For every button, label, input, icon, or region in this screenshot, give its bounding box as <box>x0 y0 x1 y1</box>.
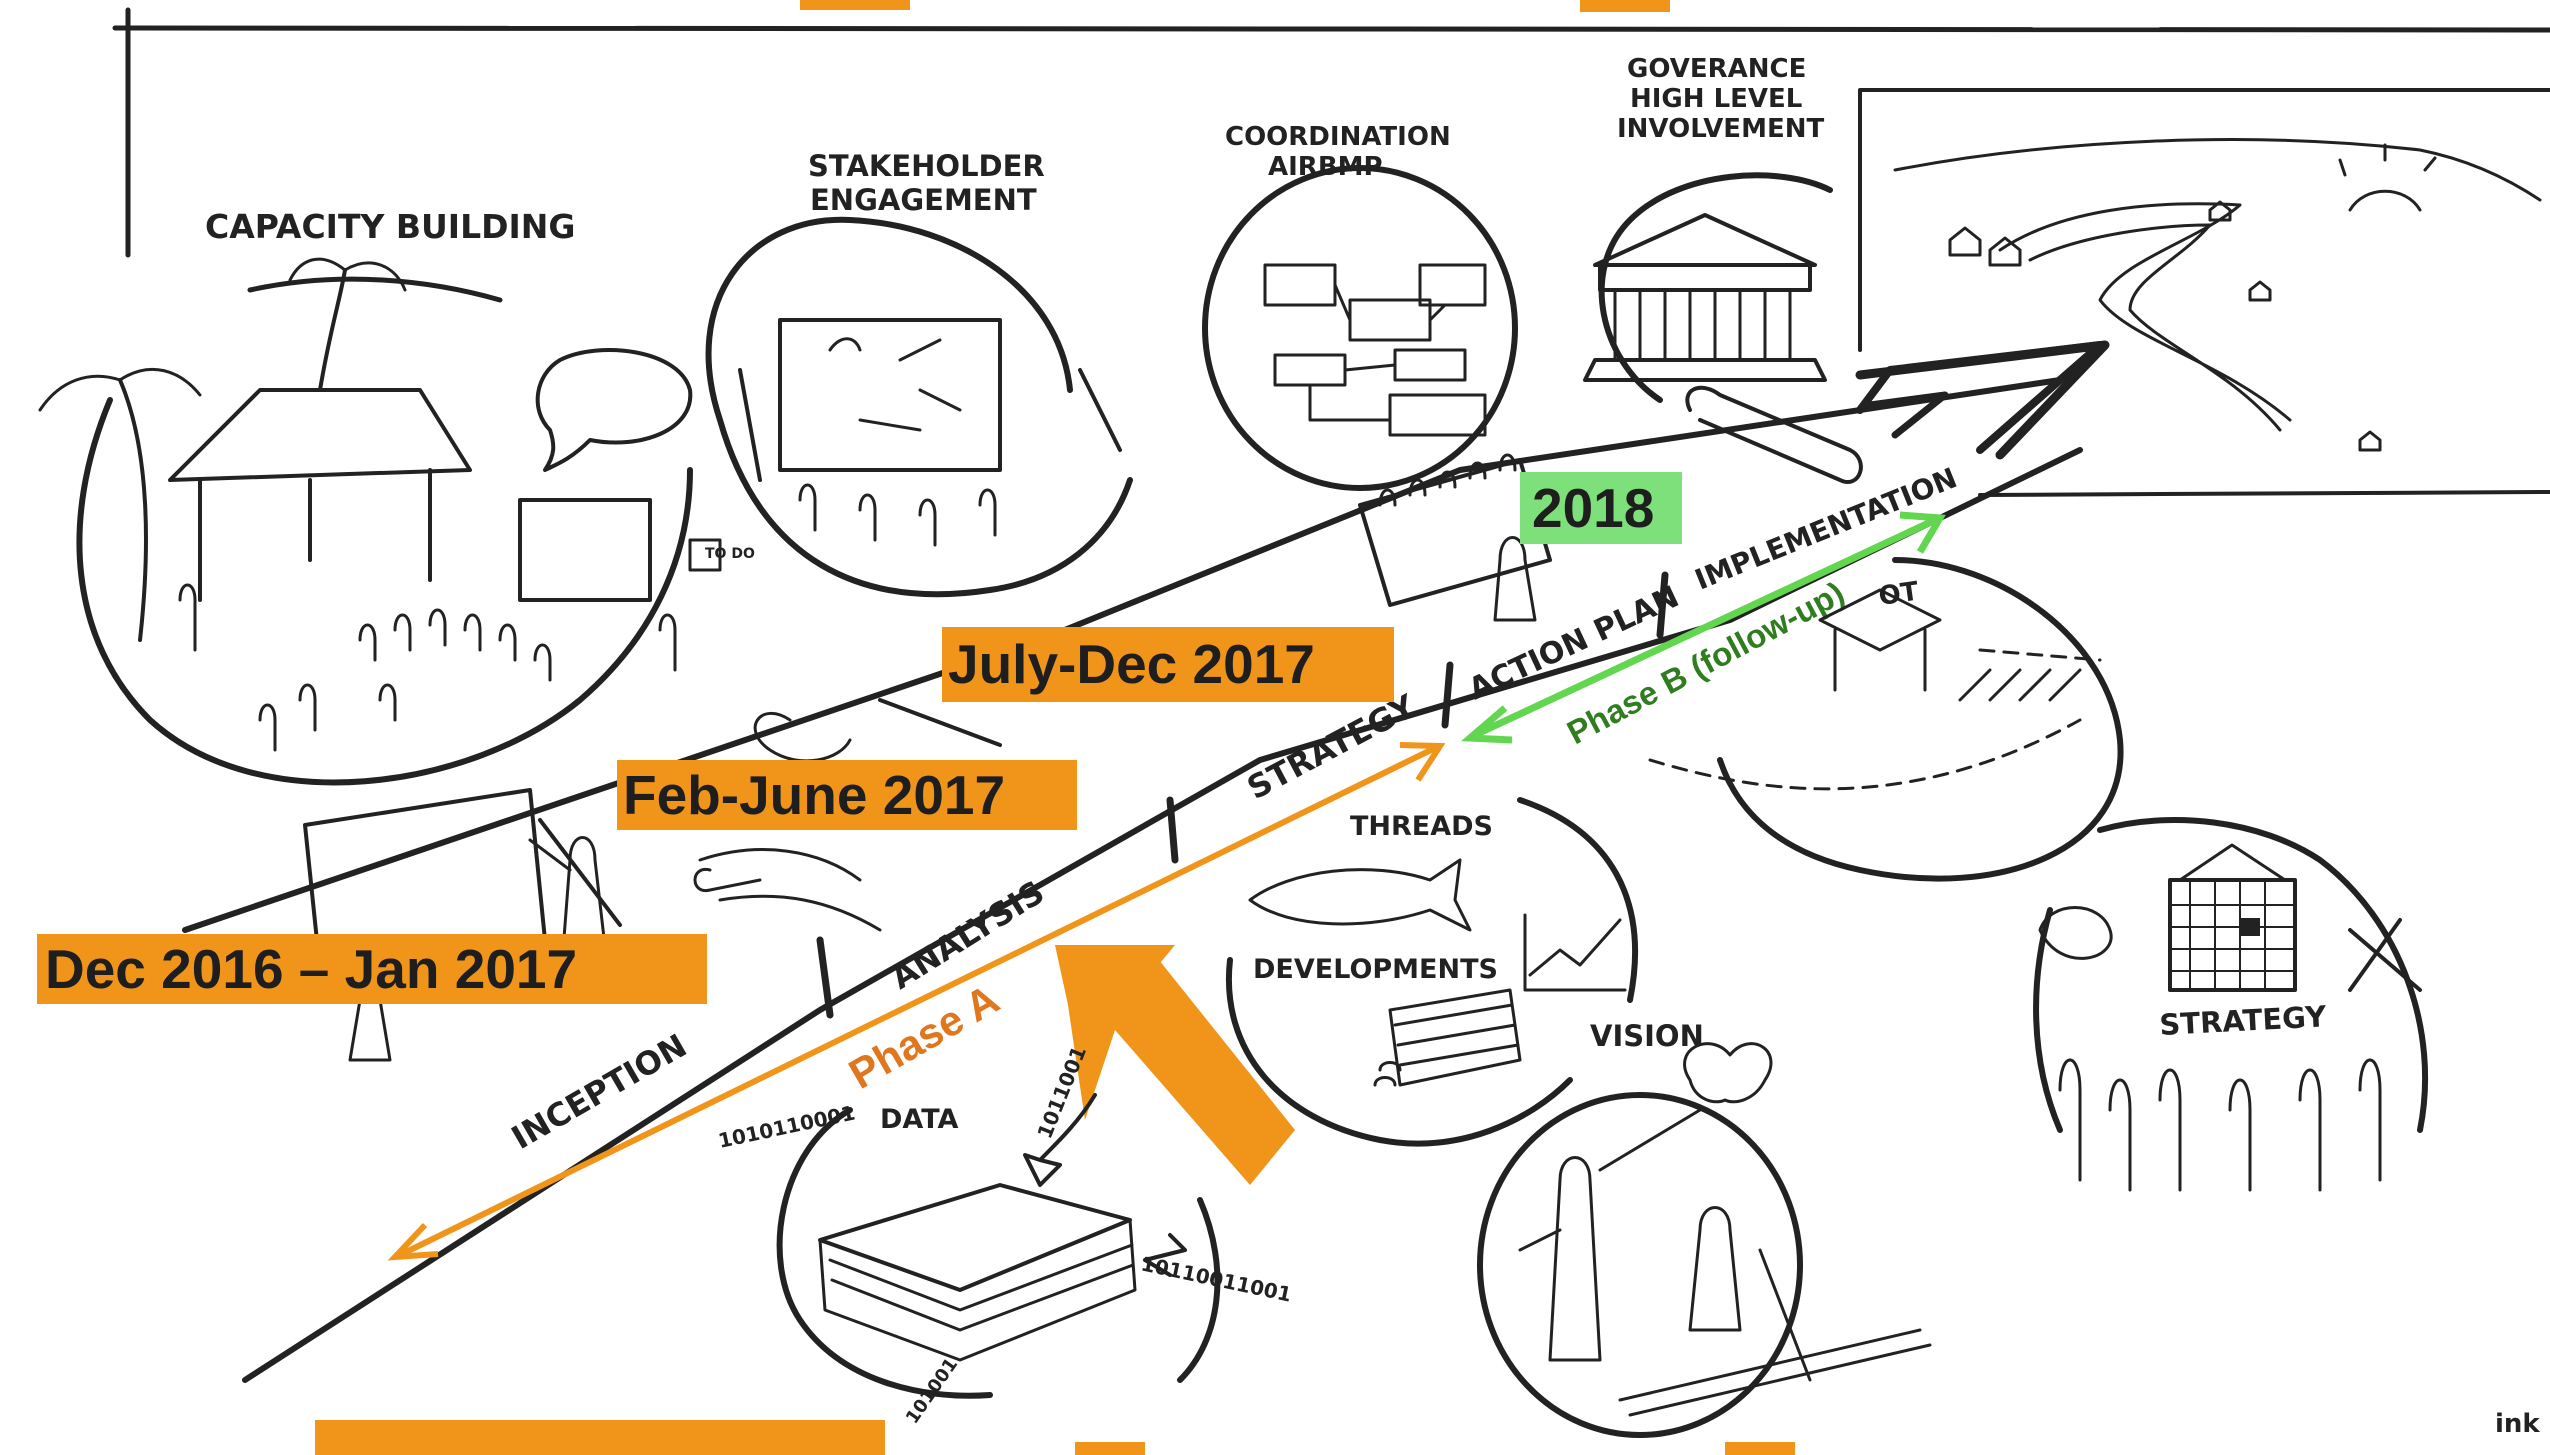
vision-vignette <box>1477 1042 1932 1438</box>
big-arrow-head <box>1855 340 2110 460</box>
binary-text-1: 1010110001 <box>716 1100 857 1152</box>
frame-top-line <box>112 25 2550 33</box>
pilot-title-fragment: OT <box>1877 577 1921 612</box>
sign-text: TO DO <box>705 546 755 562</box>
step-inception-label: INCEPTION <box>505 1026 693 1157</box>
step-strategy-label: STRATEGY <box>1241 687 1422 807</box>
date-badge-dec2016: Dec 2016 – Jan 2017 <box>37 934 707 1004</box>
timeline-ribbon <box>182 340 2110 1383</box>
pilot-vignette <box>1648 557 2124 882</box>
capacity-building-title: CAPACITY BUILDING <box>205 207 575 246</box>
title-remnant <box>1580 0 1670 12</box>
vision-landscape-frame <box>1858 88 2550 497</box>
data-title: DATA <box>880 1104 959 1135</box>
big-orange-arrow <box>1065 955 1295 1185</box>
governance-title-line2: HIGH LEVEL <box>1630 84 1802 114</box>
stakeholder-title-line2: ENGAGEMENT <box>810 183 1037 217</box>
analysis-vignette <box>693 712 882 932</box>
date-badge-jul2017: July-Dec 2017 <box>942 627 1394 702</box>
phase-b-arrow <box>1461 511 1946 744</box>
stakeholder-title-line1: STAKEHOLDER <box>808 149 1045 183</box>
big-orange-arrow-head <box>1055 945 1175 1060</box>
bottom-orange-bar <box>1075 1442 1145 1455</box>
threads-title: THREADS <box>1350 811 1493 842</box>
bottom-orange-bar <box>1725 1442 1795 1455</box>
calendar-drawing <box>1358 453 1552 622</box>
phase-a-label: Phase A <box>841 975 1007 1098</box>
strategy-vignette-title: STRATEGY <box>2159 999 2328 1042</box>
ink-logo: ink <box>2490 1405 2542 1445</box>
ink-logo-text: ink <box>2495 1409 2540 1439</box>
date-badge-feb2017: Feb-June 2017 <box>617 760 1077 830</box>
phase-a-arrow <box>387 742 1446 1261</box>
strategy-vignette <box>2033 817 2429 1192</box>
title-remnant <box>800 0 910 10</box>
data-vignette <box>776 1093 1221 1399</box>
phase-b-label: Phase B (follow-up) <box>1561 574 1850 751</box>
date-badge-2018: 2018 <box>1520 472 1682 544</box>
governance-vignette <box>1583 172 1863 484</box>
stakeholder-engagement-vignette <box>705 216 1133 598</box>
capacity-building-vignette <box>38 257 722 786</box>
coordination-title-line2: AIRBMP <box>1268 152 1383 182</box>
coordination-title-line1: COORDINATION <box>1225 122 1451 152</box>
bottom-orange-bar <box>315 1420 885 1455</box>
inception-vignette <box>303 788 612 1062</box>
governance-title-line1: GOVERANCE <box>1627 54 1806 84</box>
threads-developments-vignette <box>1225 797 1639 1147</box>
governance-title-line3: INVOLVEMENT <box>1617 114 1824 144</box>
coordination-vignette <box>1202 165 1518 491</box>
vision-title: VISION <box>1590 1019 1704 1053</box>
developments-title: DEVELOPMENTS <box>1253 954 1498 985</box>
